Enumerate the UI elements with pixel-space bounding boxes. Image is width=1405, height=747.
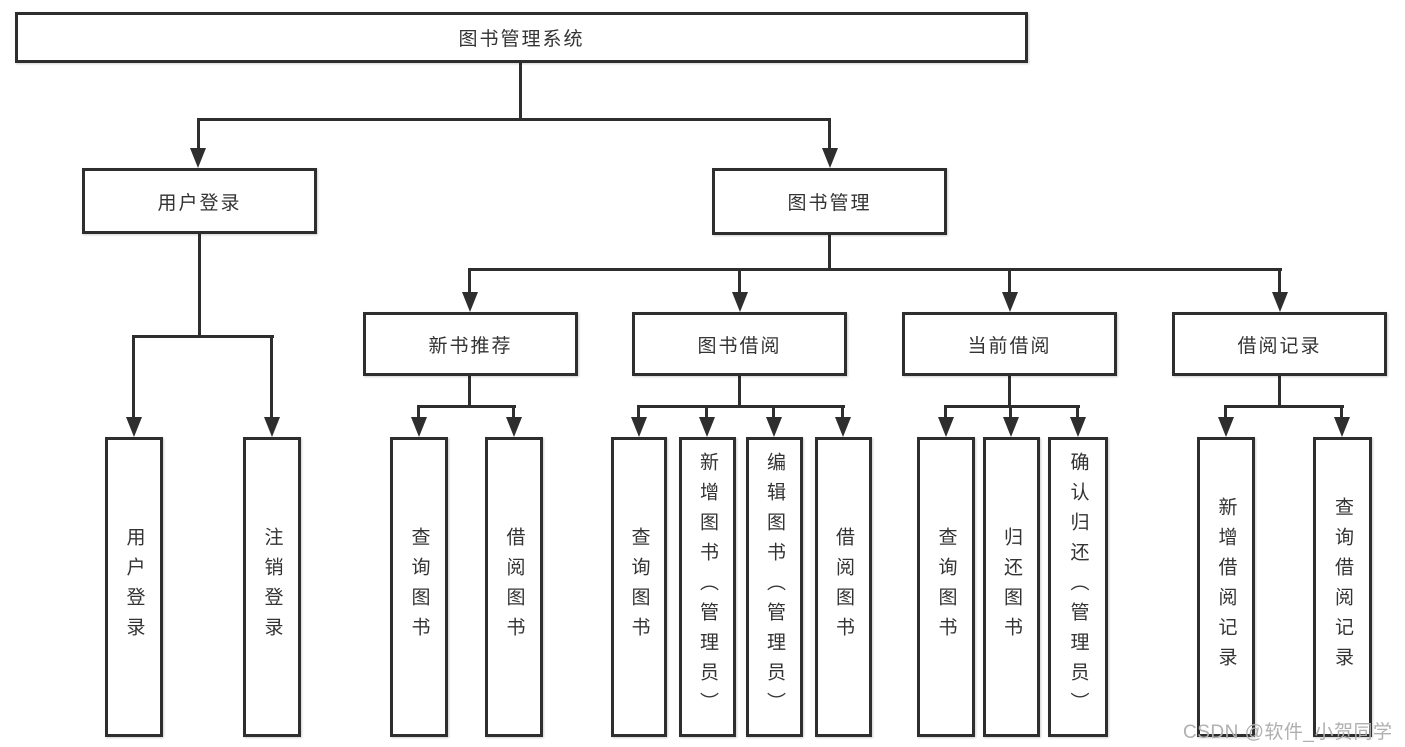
arrow-down-icon: [1002, 292, 1018, 312]
connector-section-shaft: [738, 268, 741, 292]
connector-leaf-shaft: [417, 405, 420, 417]
arrow-down-icon: [1334, 417, 1350, 437]
node-user-login-label: 用户登录: [157, 192, 242, 214]
leaf-label: 新增图书（管理员）: [697, 452, 718, 722]
connector-leaf-shaft: [637, 405, 640, 417]
leaf-label: 编辑图书（管理员）: [764, 452, 785, 722]
node-label: 当前借阅: [967, 335, 1052, 357]
node-book-management: 图书管理: [712, 168, 947, 235]
connector-leaf-shaft: [1009, 405, 1012, 417]
watermark-text: CSDN @软件_小贺同学: [1183, 722, 1393, 743]
connector-user-login-down: [198, 234, 201, 337]
connector-root-stub: [519, 63, 522, 120]
leaf-label: 查询借阅记录: [1332, 497, 1353, 677]
node-root-label: 图书管理系统: [458, 29, 585, 50]
connector-leaf-shaft: [944, 405, 947, 417]
connector-leaf-shaft: [132, 335, 135, 417]
connector-leaf-shaft: [772, 405, 775, 417]
node-book-management-label: 图书管理: [787, 193, 872, 214]
connector-book-mgmt-down: [828, 235, 831, 271]
connector-leaf-shaft: [705, 405, 708, 417]
leaf-label: 查询图书: [408, 527, 430, 647]
connector-leaf-shaft: [841, 405, 844, 417]
connector-section-down: [468, 376, 471, 408]
connector-leaf-shaft: [512, 405, 515, 417]
arrow-down-icon: [411, 417, 427, 437]
leaf-borrow-books-recommend: 借阅图书: [485, 437, 543, 737]
connector-user-login-shaft: [197, 118, 200, 148]
leaf-label: 借阅图书: [503, 527, 525, 647]
leaf-label: 查询图书: [628, 527, 650, 647]
connector-leaf-shaft: [1340, 405, 1343, 417]
leaf-label: 注销登录: [261, 527, 283, 647]
leaf-query-books-current: 查询图书: [917, 437, 975, 737]
leaf-confirm-return-admin: 确认归还（管理员）: [1048, 437, 1108, 737]
leaf-label: 新增借阅记录: [1215, 497, 1237, 677]
leaf-query-books-borrow: 查询图书: [611, 437, 667, 737]
arrow-down-icon: [699, 417, 715, 437]
connector-leaf-rail: [417, 405, 516, 408]
arrow-down-icon: [766, 417, 782, 437]
connector-user-login-rail: [132, 335, 274, 338]
node-new-book-recommend: 新书推荐: [363, 312, 578, 376]
leaf-label: 用户登录: [123, 527, 145, 647]
leaf-borrow-books: 借阅图书: [815, 437, 872, 737]
leaf-add-book-admin: 新增图书（管理员）: [679, 437, 736, 737]
connector-leaf-shaft: [1076, 405, 1079, 417]
connector-leaf-shaft: [1224, 405, 1227, 417]
leaf-add-borrow-record: 新增借阅记录: [1197, 437, 1255, 737]
connector-section-shaft: [468, 268, 471, 292]
arrow-down-icon: [835, 417, 851, 437]
leaf-label: 借阅图书: [833, 527, 854, 647]
connector-leaf-rail: [1224, 405, 1344, 408]
leaf-edit-book-admin: 编辑图书（管理员）: [746, 437, 803, 737]
arrow-down-icon: [506, 417, 522, 437]
node-root: 图书管理系统: [15, 12, 1028, 63]
arrow-down-icon: [631, 417, 647, 437]
connector-section-shaft: [1278, 268, 1281, 292]
connector-section-down: [738, 376, 741, 408]
arrow-down-icon: [190, 148, 206, 168]
node-label: 图书借阅: [697, 335, 782, 357]
arrow-down-icon: [1070, 417, 1086, 437]
connector-level2-rail: [197, 118, 831, 121]
arrow-down-icon: [264, 417, 280, 437]
leaf-logout: 注销登录: [243, 437, 301, 737]
leaf-query-books-recommend: 查询图书: [390, 437, 448, 737]
node-borrow-records: 借阅记录: [1172, 312, 1387, 376]
arrow-down-icon: [126, 417, 142, 437]
leaf-user-login: 用户登录: [105, 437, 163, 737]
arrow-down-icon: [1003, 417, 1019, 437]
arrow-down-icon: [1272, 292, 1288, 312]
arrow-down-icon: [462, 292, 478, 312]
node-book-borrow: 图书借阅: [632, 312, 847, 376]
connector-section-down: [1008, 376, 1011, 408]
leaf-label: 确认归还（管理员）: [1067, 452, 1089, 722]
connector-leaf-shaft: [270, 335, 273, 417]
leaf-label: 查询图书: [935, 527, 957, 647]
connector-leaf-rail: [944, 405, 1080, 408]
node-current-borrow: 当前借阅: [902, 312, 1117, 376]
node-user-login: 用户登录: [82, 168, 317, 234]
connector-book-mgmt-shaft: [828, 118, 831, 148]
leaf-query-borrow-record: 查询借阅记录: [1313, 437, 1372, 737]
connector-section-down: [1278, 376, 1281, 408]
leaf-label: 归还图书: [1001, 527, 1022, 647]
connector-section-shaft: [1008, 268, 1011, 292]
arrow-down-icon: [822, 148, 838, 168]
connector-level3-rail: [468, 268, 1282, 271]
connector-leaf-rail: [637, 405, 845, 408]
arrow-down-icon: [1218, 417, 1234, 437]
node-label: 新书推荐: [428, 335, 513, 357]
arrow-down-icon: [732, 292, 748, 312]
arrow-down-icon: [938, 417, 954, 437]
leaf-return-book: 归还图书: [983, 437, 1040, 737]
node-label: 借阅记录: [1237, 335, 1322, 357]
